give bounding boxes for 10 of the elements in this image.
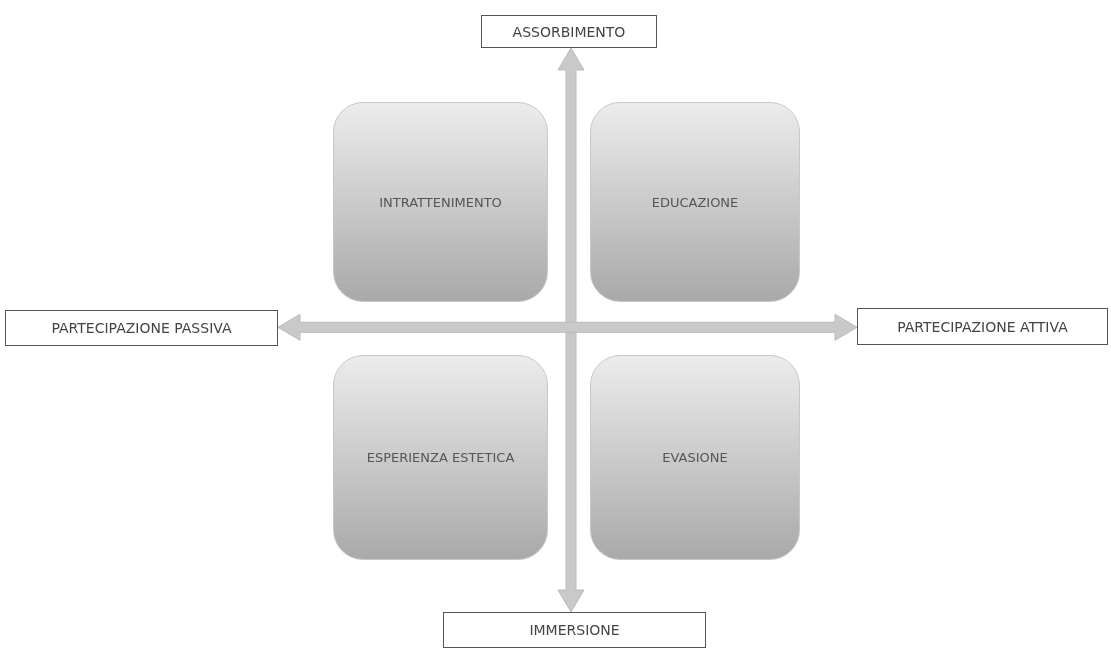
axis-label-box: PARTECIPAZIONE PASSIVA bbox=[5, 310, 278, 346]
quadrant-box: ESPERIENZA ESTETICA bbox=[333, 355, 548, 560]
axis-label-box: ASSORBIMENTO bbox=[481, 15, 657, 48]
axis-label-box: PARTECIPAZIONE ATTIVA bbox=[857, 308, 1108, 345]
axis-arrow bbox=[277, 313, 858, 341]
axis-arrow bbox=[557, 47, 585, 613]
axis-label-box: IMMERSIONE bbox=[443, 612, 706, 648]
quadrant-box: EVASIONE bbox=[590, 355, 800, 560]
quadrant-box: EDUCAZIONE bbox=[590, 102, 800, 302]
quadrant-box: INTRATTENIMENTO bbox=[333, 102, 548, 302]
